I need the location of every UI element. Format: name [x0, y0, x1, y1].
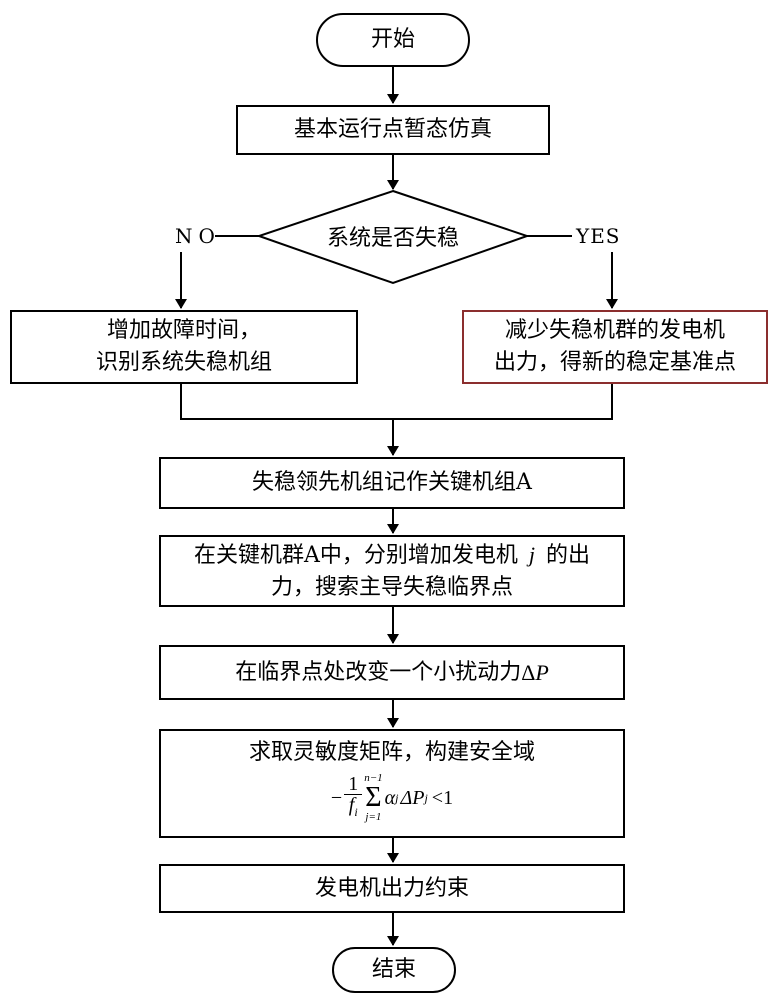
step-search-var-j: j — [528, 541, 535, 567]
formula-fraction: 1 fi — [344, 774, 363, 822]
formula-rhs: <1 — [431, 787, 454, 809]
step-transient-simulation: 基本运行点暂态仿真 — [236, 105, 550, 155]
formula-denominator: fi — [349, 795, 358, 822]
formula-sum-top: n−1 — [364, 772, 383, 784]
start-label: 开始 — [370, 27, 415, 52]
step-output-constraint: 发电机出力约束 — [159, 864, 625, 913]
formula-delta-p: ΔP — [400, 787, 425, 809]
formula-alpha-sub: j — [395, 791, 399, 805]
start-terminal: 开始 — [316, 13, 470, 67]
box-increase-fault-time-line2: 识别系统失稳机组 — [95, 350, 272, 375]
step-search-line1-a: 在关键机群A中，分别增加发电机 — [193, 542, 518, 568]
step-transient-simulation-label: 基本运行点暂态仿真 — [293, 117, 492, 142]
step-sensitivity-title: 求取灵敏度矩阵，构建安全域 — [248, 740, 535, 765]
merge-line — [180, 384, 613, 420]
formula-sum-symbol: Σ — [365, 782, 382, 813]
step-perturbation-delta: Δ — [521, 659, 536, 685]
formula-numerator: 1 — [344, 774, 363, 795]
formula-p-sub: j — [424, 791, 428, 805]
box-reduce-output-line2: 出力，得新的稳定基准点 — [493, 350, 736, 375]
end-label: 结束 — [371, 957, 416, 982]
step-output-constraint-label: 发电机出力约束 — [314, 875, 469, 901]
formula-den-i: i — [354, 805, 358, 819]
decision-label: 系统是否失稳 — [326, 226, 459, 251]
step-search-critical-point: 在关键机群A中，分别增加发电机 j 的出 力，搜索主导失稳临界点 — [159, 535, 625, 607]
box-reduce-output-line1: 减少失稳机群的发电机 — [504, 318, 725, 343]
step-key-generator: 失稳领先机组记作关键机组A — [159, 457, 625, 509]
formula-sum-bottom: j=1 — [365, 811, 382, 823]
decision-label-box: 系统是否失稳 — [259, 214, 527, 258]
formula-den-f: f — [348, 794, 355, 816]
step-search-line2: 力，搜索主导失稳临界点 — [270, 574, 513, 600]
box-increase-fault-time-line1: 增加故障时间， — [106, 318, 261, 343]
step-perturbation-var: P — [535, 659, 549, 685]
formula-alpha: α — [384, 787, 396, 809]
formula-minus: − — [330, 787, 343, 809]
step-key-generator-label: 失稳领先机组记作关键机组A — [252, 470, 532, 495]
box-reduce-output: 减少失稳机群的发电机 出力，得新的稳定基准点 — [462, 310, 768, 384]
end-terminal: 结束 — [332, 947, 456, 993]
yes-branch-label: YES — [576, 224, 621, 248]
step-search-line1: 在关键机群A中，分别增加发电机 j 的出 — [194, 539, 590, 572]
step-perturbation-text: 在临界点处改变一个小扰动力 — [235, 659, 522, 685]
formula-sum: n−1 Σ j=1 — [364, 773, 382, 823]
step-perturbation: 在临界点处改变一个小扰动力 Δ P — [159, 645, 625, 700]
box-increase-fault-time: 增加故障时间， 识别系统失稳机组 — [10, 310, 358, 384]
step-search-line1-b: 的出 — [546, 542, 591, 568]
no-branch-label: NO — [175, 224, 221, 248]
